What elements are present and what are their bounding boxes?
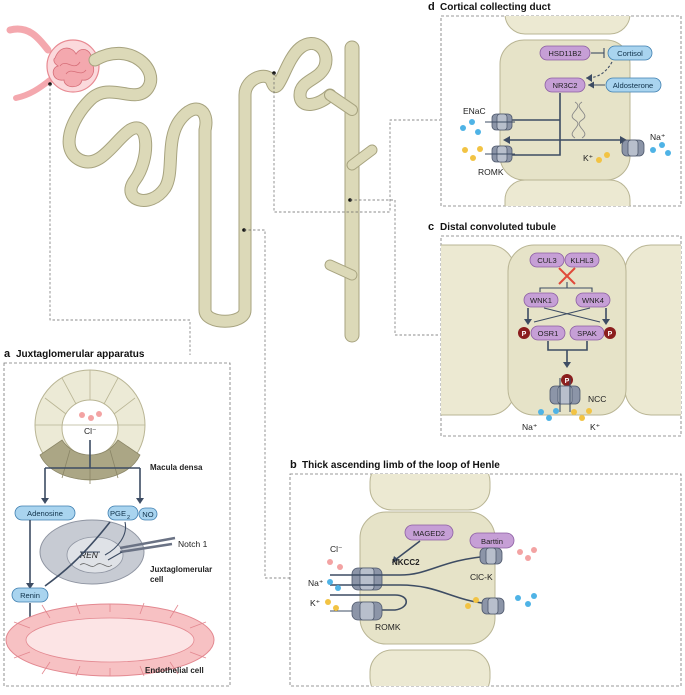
nephron <box>6 25 378 343</box>
panel-d-title: Cortical collecting duct <box>440 2 551 13</box>
phospho-label-2: P <box>608 331 613 338</box>
romk-label-b: ROMK <box>375 622 401 632</box>
panel-c-title: Distal convoluted tubule <box>440 222 557 233</box>
jg-cell-label-2: cell <box>150 575 163 584</box>
renin-label: Renin <box>20 591 40 600</box>
barttin-label: Barttin <box>481 537 503 546</box>
macula-densa-label: Macula densa <box>150 463 203 472</box>
panel-c-letter: c <box>428 221 434 233</box>
cl-label-a: Cl⁻ <box>84 426 97 436</box>
osr1-label: OSR1 <box>538 329 559 338</box>
panel-a: a Juxtaglomerular apparatus Cl⁻ Macula d… <box>3 348 231 687</box>
na-label-d: Na⁺ <box>650 132 665 142</box>
panel-b: b Thick ascending limb of the loop of He… <box>289 459 682 687</box>
phospho-icon-osr1 <box>518 327 530 339</box>
panel-b-title: Thick ascending limb of the loop of Henl… <box>302 460 500 471</box>
notch-label: Notch 1 <box>178 539 208 549</box>
romk-label-d: ROMK <box>478 167 504 177</box>
panel-a-title: Juxtaglomerular apparatus <box>16 349 145 360</box>
k-label-b: K⁺ <box>310 598 320 608</box>
clck-label: ClC-K <box>470 572 493 582</box>
notch-receptor <box>119 536 176 554</box>
phospho-icon-spak <box>604 327 616 339</box>
cul3-label: CUL3 <box>537 256 556 265</box>
adenosine-label: Adenosine <box>27 509 63 518</box>
glomerulus <box>52 47 95 88</box>
phospho-label-1: P <box>522 331 527 338</box>
afferent-arteriole <box>6 25 52 54</box>
dna-icon <box>571 101 586 139</box>
panel-b-letter: b <box>290 459 297 471</box>
maged2-label: MAGED2 <box>413 529 445 538</box>
inhibition-cross-icon <box>558 267 576 285</box>
na-label-b: Na⁺ <box>308 578 323 588</box>
phospho-label-3: P <box>565 378 570 385</box>
no-label: NO <box>142 510 153 519</box>
k-label-c: K⁺ <box>590 422 600 432</box>
endothelial-cell-label: Endothelial cell <box>145 666 204 675</box>
endothelial-vessel <box>5 602 215 677</box>
aldosterone-label: Aldosterone <box>613 81 654 90</box>
wnk4-label: WNK4 <box>582 296 604 305</box>
dna-icon-a <box>79 563 113 567</box>
wnk1-label: WNK1 <box>530 296 552 305</box>
enac-label: ENaC <box>463 106 486 116</box>
na-label-c: Na⁺ <box>522 422 537 432</box>
efferent-arteriole <box>13 77 53 101</box>
panel-d-letter: d <box>428 1 435 13</box>
ncc-label: NCC <box>588 394 606 404</box>
panel-d: d Cortical collecting duct HSD11B2 Corti… <box>428 1 682 207</box>
panel-c: c Distal convoluted tubule CUL3 KLHL3 WN… <box>428 221 682 437</box>
k-label-d: K⁺ <box>583 153 593 163</box>
pge-label: PGE <box>110 509 126 518</box>
leader-lines <box>49 73 440 579</box>
nkcc2-label: NKCC2 <box>392 558 420 567</box>
ren-gene-label: REN <box>80 550 99 560</box>
spak-label: SPAK <box>577 329 597 338</box>
jg-cell-label-1: Juxtaglomerular <box>150 565 212 574</box>
cortisol-label: Cortisol <box>617 49 643 58</box>
hsd11b2-label: HSD11B2 <box>548 49 581 58</box>
tubule <box>63 38 336 327</box>
panel-a-letter: a <box>4 348 11 360</box>
cl-label-b: Cl⁻ <box>330 544 343 554</box>
klhl3-label: KLHL3 <box>570 256 593 265</box>
nr3c2-label: NR3C2 <box>553 81 578 90</box>
pge-subscript: 2 <box>127 515 130 521</box>
